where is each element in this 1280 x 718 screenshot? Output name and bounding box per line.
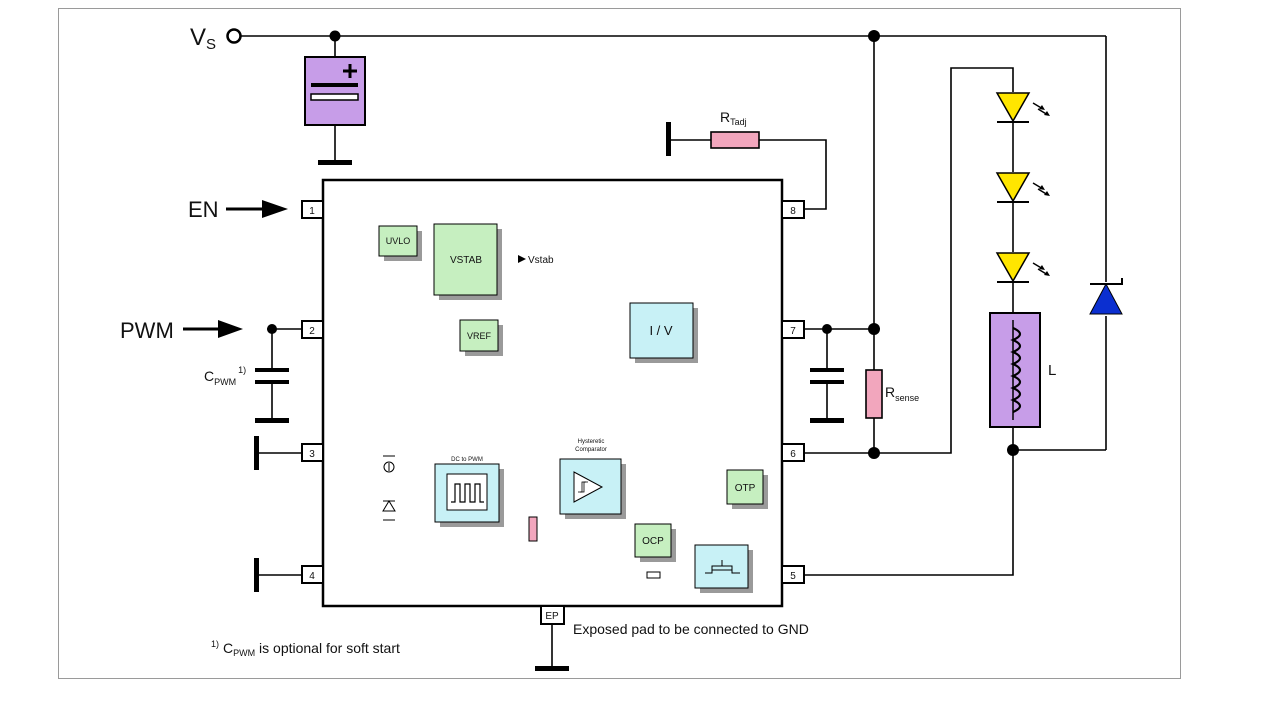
ocp-label: OCP (642, 536, 664, 547)
rtadj-label: RTadj (720, 109, 747, 127)
pin-number: EP (545, 611, 559, 622)
pin7-capacitor (810, 368, 844, 384)
pwm-arrow-icon (183, 320, 243, 338)
pin-5 (781, 565, 805, 584)
ground-symbol (254, 436, 259, 470)
ground-symbol (255, 418, 289, 423)
comparator-icon (573, 471, 604, 503)
junction-dot (329, 30, 341, 42)
junction-dot (1007, 444, 1019, 456)
junction-dot (822, 324, 832, 334)
inductor-pin5-wire (804, 427, 1014, 576)
pwm-pulse-icon (451, 483, 484, 503)
cpwm-label: CPWM1) (204, 365, 246, 387)
pin-ep (540, 605, 565, 625)
pin-3 (301, 443, 324, 462)
pin-number: 2 (309, 326, 315, 337)
led-icon (995, 252, 1050, 283)
pin6-led-wire (804, 67, 1014, 454)
pin-number: 4 (309, 571, 315, 582)
vstab-output-label: Vstab (528, 255, 554, 266)
rtadj-pin8-wire (759, 139, 827, 210)
vref-block (459, 319, 499, 352)
pins: 1 2 3 4 5 6 7 8 EP (301, 200, 805, 625)
pin-number: 3 (309, 449, 315, 460)
rtadj-resistor (710, 131, 760, 149)
vref-label: VREF (467, 331, 492, 341)
arrow-right-icon (518, 255, 526, 263)
inductor-label: L (1048, 362, 1056, 379)
ground-symbol (810, 418, 844, 423)
mosfet-icon (705, 560, 740, 574)
rsense-label: Rsense (885, 384, 919, 403)
ground-symbol (318, 160, 352, 165)
otp-block (726, 469, 764, 505)
junction-dot (868, 447, 880, 459)
comparator-label-1: Hysteretic (578, 439, 605, 445)
pin-1 (301, 200, 324, 219)
en-label: EN (188, 197, 219, 222)
rsense-resistor (865, 369, 883, 419)
uvlo-block (378, 225, 418, 257)
iv-label: I / V (649, 323, 672, 338)
pin-7 (781, 320, 805, 339)
uvlo-label: UVLO (386, 236, 411, 246)
vs-terminal-icon (226, 28, 242, 44)
ground-symbol (535, 666, 569, 671)
diode-icon (382, 500, 396, 521)
vstab-block (433, 223, 498, 296)
ocp-block (634, 523, 672, 558)
ground-symbol (666, 122, 671, 156)
vs-label: VS (190, 24, 216, 53)
junction-dot (868, 323, 880, 335)
led-icon (995, 92, 1050, 123)
dc-pwm-label: DC to PWM (451, 457, 483, 463)
led-string (995, 92, 1050, 283)
pin-4 (301, 565, 324, 584)
exposed-pad-note: Exposed pad to be connected to GND (573, 621, 809, 637)
pin-2 (301, 320, 324, 339)
pulse-window (446, 473, 488, 511)
electrolytic-capacitor (304, 56, 366, 126)
vstab-label: VSTAB (450, 255, 482, 266)
freewheel-diode-icon (1089, 278, 1123, 315)
otp-label: OTP (735, 483, 756, 494)
footnote: 1)CPWM is optional for soft start (211, 639, 400, 658)
pin-number: 7 (790, 326, 796, 337)
wires (241, 35, 1107, 668)
ocp-shunt (646, 571, 661, 579)
led-icon (995, 172, 1050, 203)
iv-block (629, 302, 694, 359)
en-arrow-icon (226, 200, 288, 218)
pin-number: 1 (309, 206, 315, 217)
pwm-label: PWM (120, 318, 174, 343)
junction-dot (267, 324, 277, 334)
cpwm-capacitor (255, 368, 289, 384)
pin-number: 8 (790, 206, 796, 217)
sense-resistor (528, 516, 538, 542)
comparator-label-2: Comparator (575, 447, 607, 453)
inductor (989, 312, 1041, 428)
current-source-icon (383, 455, 395, 473)
pin-8 (781, 200, 805, 219)
pin-number: 6 (790, 449, 796, 460)
pin-number: 5 (790, 571, 796, 582)
pin-6 (781, 443, 805, 462)
junction-dot (868, 30, 880, 42)
ground-symbol (254, 558, 259, 592)
